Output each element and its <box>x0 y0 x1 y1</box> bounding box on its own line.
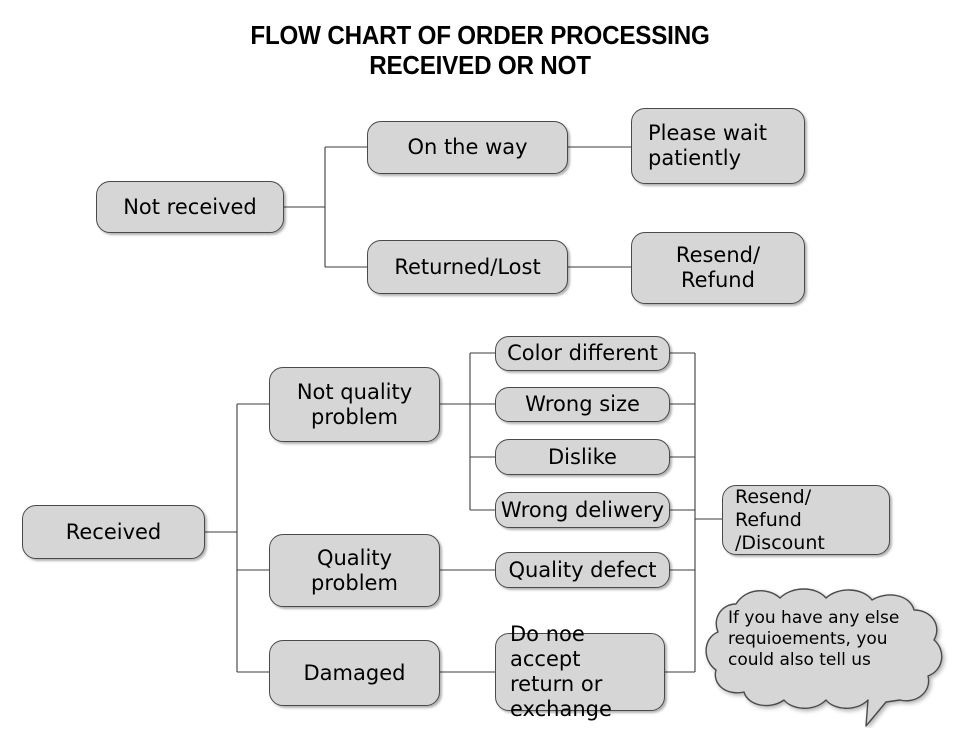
node-wrong-size[interactable]: Wrong size <box>495 387 670 422</box>
node-damaged[interactable]: Damaged <box>269 640 440 706</box>
node-quality-defect-label: Quality defect <box>508 557 657 582</box>
node-on-the-way[interactable]: On the way <box>367 121 568 174</box>
node-not-quality-problem[interactable]: Not quality problem <box>269 367 440 442</box>
node-dislike-label: Dislike <box>548 444 617 469</box>
node-color-different[interactable]: Color different <box>495 336 670 371</box>
node-on-the-way-label: On the way <box>407 135 528 159</box>
node-quality-problem[interactable]: Quality problem <box>269 534 440 607</box>
node-returned-lost[interactable]: Returned/Lost <box>367 240 568 294</box>
node-please-wait-patiently[interactable]: Please wait patiently <box>631 108 805 184</box>
node-quality-defect[interactable]: Quality defect <box>495 552 670 588</box>
node-wrong-size-label: Wrong size <box>525 392 640 416</box>
node-damaged-label: Damaged <box>303 660 406 685</box>
node-quality-problem-label: Quality problem <box>311 545 398 595</box>
callout-bubble-text: If you have any else requioements, you c… <box>728 608 900 670</box>
node-received[interactable]: Received <box>22 505 205 559</box>
callout-bubble: If you have any else requioements, you c… <box>704 588 954 728</box>
node-not-received-label: Not received <box>123 194 257 219</box>
node-wrong-deliwery[interactable]: Wrong deliwery <box>495 492 670 528</box>
node-please-wait-patiently-label: Please wait patiently <box>648 121 767 170</box>
page-title: FLOW CHART OF ORDER PROCESSING RECEIVED … <box>250 20 710 80</box>
callout-bubble-shape <box>705 588 943 727</box>
node-do-noe-accept-label: Do noe accept return or exchange <box>510 622 612 721</box>
node-dislike[interactable]: Dislike <box>495 439 670 475</box>
node-resend-refund-label: Resend/ Refund <box>675 243 761 292</box>
node-wrong-deliwery-label: Wrong deliwery <box>500 497 665 522</box>
node-returned-lost-label: Returned/Lost <box>394 254 541 279</box>
node-resend-refund[interactable]: Resend/ Refund <box>631 232 805 304</box>
node-resend-refund-discount-label: Resend/ Refund /Discount <box>735 485 825 554</box>
node-not-received[interactable]: Not received <box>96 181 284 233</box>
node-color-different-label: Color different <box>507 341 658 365</box>
node-resend-refund-discount[interactable]: Resend/ Refund /Discount <box>722 485 890 555</box>
node-not-quality-problem-label: Not quality problem <box>296 379 413 429</box>
node-received-label: Received <box>65 519 162 544</box>
node-do-noe-accept[interactable]: Do noe accept return or exchange <box>495 622 665 721</box>
